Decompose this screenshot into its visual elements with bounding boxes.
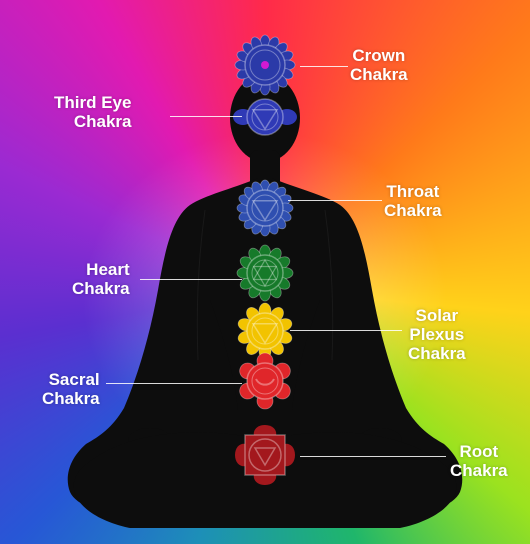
label-solar-line-2: Plexus: [409, 325, 465, 344]
sacral-chakra-symbol: [239, 352, 291, 410]
label-crown-chakra: Crown Chakra: [350, 46, 408, 84]
label-root-line-2: Chakra: [450, 461, 508, 480]
throat-chakra-symbol: [236, 179, 294, 237]
label-sacral-line-1: Sacral: [48, 370, 100, 389]
label-sacral-line-2: Chakra: [42, 389, 100, 408]
label-root-line-1: Root: [459, 442, 499, 461]
solar-plexus-chakra-symbol: [237, 302, 293, 360]
label-sacral-chakra: Sacral Chakra: [42, 370, 100, 408]
label-crown-line-1: Crown: [352, 46, 406, 65]
label-heart-line-1: Heart: [86, 260, 130, 279]
root-chakra-symbol: [235, 425, 295, 485]
label-solar-line-3: Chakra: [408, 344, 466, 363]
label-throat-line-2: Chakra: [384, 201, 442, 220]
leader-root: [300, 456, 446, 457]
arm-line-left: [196, 209, 206, 361]
leader-throat: [288, 200, 382, 201]
arm-line-right: [324, 209, 334, 361]
label-third-eye-chakra: Third Eye Chakra: [54, 93, 131, 131]
leader-solar-plexus: [290, 330, 402, 331]
label-solar-plexus-chakra: Solar Plexus Chakra: [408, 306, 466, 363]
label-crown-line-2: Chakra: [350, 65, 408, 84]
label-root-chakra: Root Chakra: [450, 442, 508, 480]
label-third-eye-line-1: Third Eye: [54, 93, 132, 112]
label-throat-chakra: Throat Chakra: [384, 182, 442, 220]
crown-chakra-symbol: [234, 34, 296, 96]
leader-heart: [140, 279, 242, 280]
label-heart-chakra: Heart Chakra: [72, 260, 130, 298]
label-third-eye-line-2: Chakra: [73, 112, 132, 131]
heart-chakra-symbol: [236, 244, 294, 302]
leader-third-eye: [170, 116, 242, 117]
label-heart-line-2: Chakra: [72, 279, 130, 298]
leader-sacral: [106, 383, 242, 384]
label-solar-line-1: Solar: [415, 306, 459, 325]
leader-crown: [300, 66, 348, 67]
third-eye-chakra-symbol: [233, 98, 297, 136]
label-throat-line-1: Throat: [386, 182, 440, 201]
